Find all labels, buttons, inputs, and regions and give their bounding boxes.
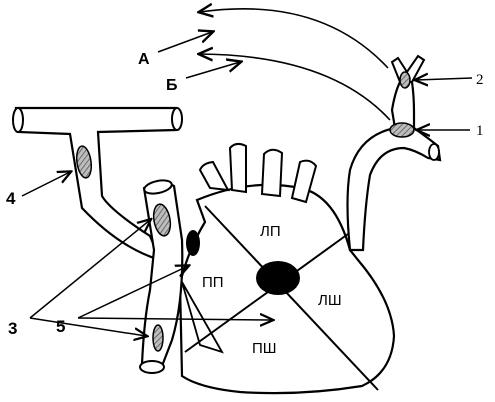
vessel-left-end-icon xyxy=(12,107,24,133)
pointer-5b xyxy=(77,318,272,320)
septum-diagonal-2 xyxy=(184,233,349,353)
marker-1: 1 xyxy=(476,123,484,139)
marker-5: 5 xyxy=(56,317,65,336)
label-left-atrium: ЛП xyxy=(260,223,281,240)
label-right-ventricle: ПШ xyxy=(252,340,277,357)
atrium-small-vessels xyxy=(198,142,318,204)
label-arrow-a: А xyxy=(138,51,150,68)
aorta xyxy=(346,80,442,252)
hatched-node-1 xyxy=(389,122,415,138)
pointer-4 xyxy=(21,172,70,197)
label-arrow-b: Б xyxy=(166,77,178,94)
septum-diagonal-1 xyxy=(204,205,379,391)
hatched-node-3a xyxy=(152,203,172,237)
vessel-right-end-icon xyxy=(171,107,183,131)
arrow-a-pointer xyxy=(157,32,212,53)
thin-wedge xyxy=(181,281,224,354)
central-vena-top-icon xyxy=(143,179,173,195)
pointer-2 xyxy=(416,78,473,80)
hatched-node-3b xyxy=(152,324,164,352)
arrow-b-curve xyxy=(200,54,391,121)
arrow-b-pointer xyxy=(185,62,240,79)
hatched-node-4 xyxy=(75,145,93,179)
pointer-3b xyxy=(29,317,146,336)
marker-4: 4 xyxy=(6,189,16,208)
marker-3: 3 xyxy=(8,319,17,338)
label-left-ventricle: ЛШ xyxy=(318,292,342,309)
pointer-3a xyxy=(29,220,150,319)
pointer-5a xyxy=(77,266,188,319)
black-node-center xyxy=(256,261,300,295)
marker-2: 2 xyxy=(476,72,484,88)
black-node-small xyxy=(186,230,200,256)
aorta-mouth-icon xyxy=(428,143,440,161)
arrow-a-curve xyxy=(200,9,389,69)
label-right-atrium: ПП xyxy=(202,274,224,291)
lower-stump-icon xyxy=(139,360,165,374)
hatched-node-2 xyxy=(399,71,411,89)
